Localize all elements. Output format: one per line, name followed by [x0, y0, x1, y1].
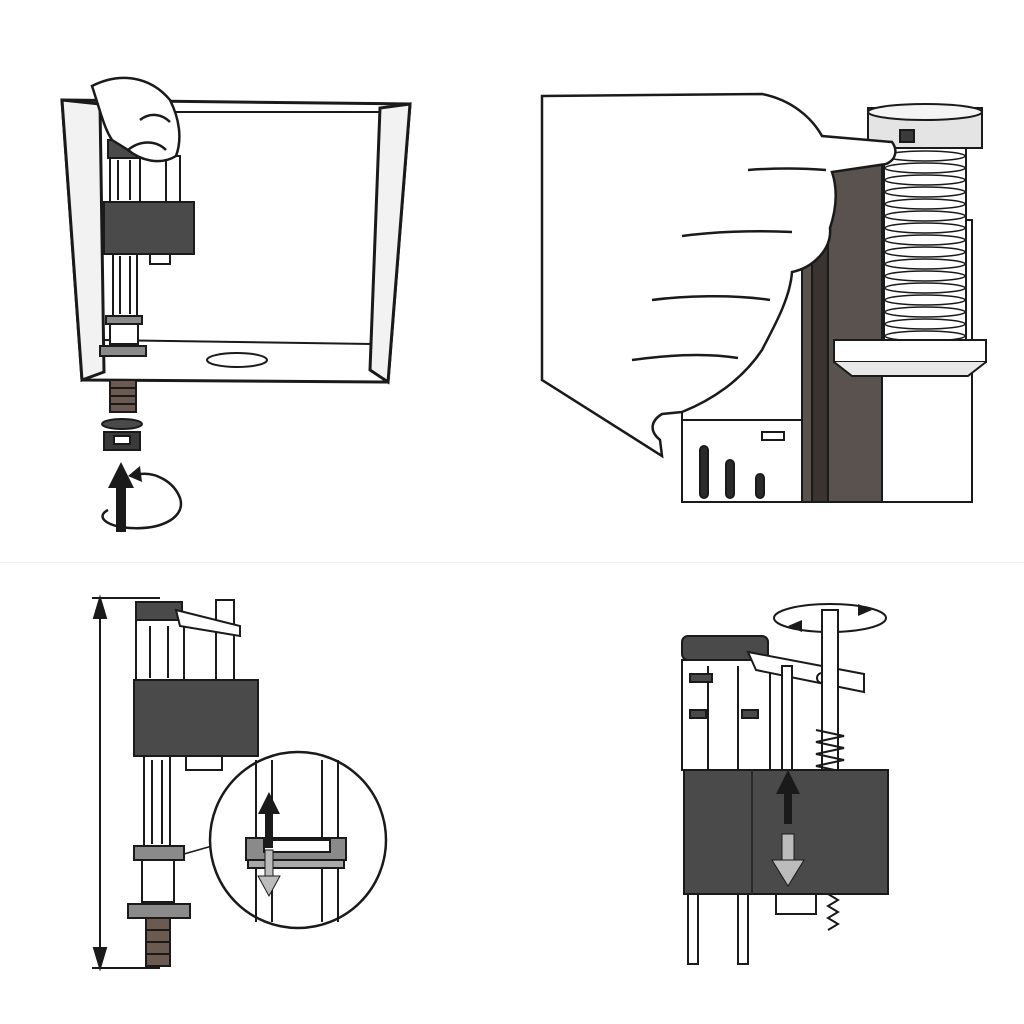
step-2-illustration [540, 92, 987, 503]
up-arrow-icon [776, 770, 800, 824]
step-1-install-valve-panel [0, 0, 512, 560]
step-4-illustration [681, 603, 889, 965]
thread-ring [884, 210, 966, 222]
detail-magnifier [208, 750, 388, 930]
rotate-arrow-icon [101, 466, 183, 530]
down-arrow-icon [771, 833, 805, 887]
thread-ring [884, 258, 966, 270]
threaded-column [833, 103, 987, 377]
hand [540, 92, 897, 459]
thread-ring [884, 162, 966, 174]
fill-valve [127, 599, 259, 967]
step-4-float-adjust-panel [512, 570, 1024, 1024]
step-1-illustration [60, 76, 412, 532]
thread-ring [884, 306, 966, 318]
thread-ring [884, 270, 966, 282]
thread-ring [884, 282, 966, 294]
down-arrow-icon [257, 849, 281, 898]
step-3-illustration [92, 594, 388, 972]
thread-ring [884, 198, 966, 210]
step-3-height-adjust-panel [0, 570, 512, 1024]
up-arrow-icon [258, 792, 280, 848]
thread-ring [884, 222, 966, 234]
up-arrow-icon [108, 462, 134, 532]
thread-ring [884, 174, 966, 186]
cistern-tank [60, 98, 412, 385]
step-2-adjust-panel [512, 0, 1024, 560]
height-dimension-arrow-icon [92, 594, 160, 972]
thread-ring [884, 294, 966, 306]
thread-ring [884, 246, 966, 258]
thread-ring [884, 150, 966, 162]
panel-divider [0, 562, 1024, 563]
hand [90, 76, 181, 163]
washer-and-nut [101, 418, 143, 451]
thread-ring [884, 234, 966, 246]
threaded-stem [109, 379, 137, 413]
thread-ring [884, 318, 966, 330]
thread-ring [884, 186, 966, 198]
